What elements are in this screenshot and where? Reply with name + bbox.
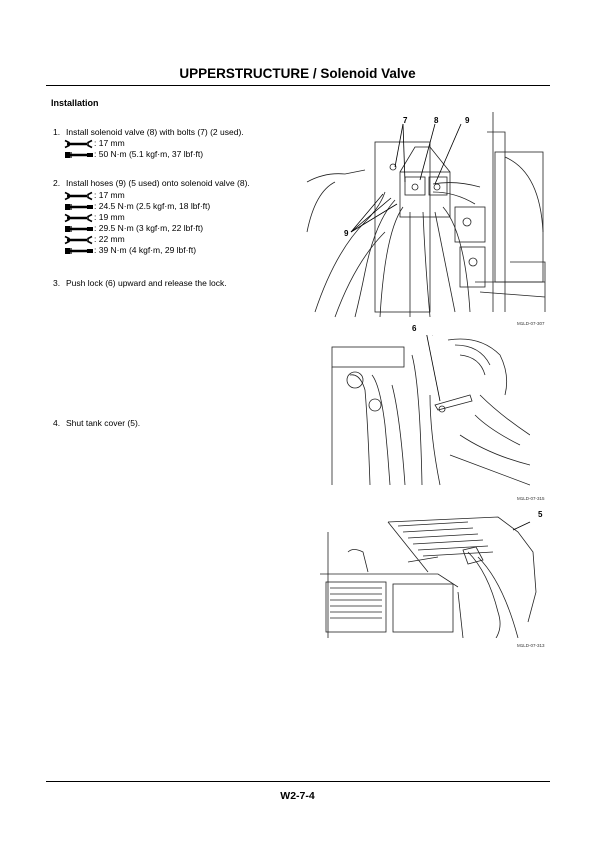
wrench-icon xyxy=(64,235,94,245)
footer-rule xyxy=(46,781,550,782)
step-1: 1.Install solenoid valve (8) with bolts … xyxy=(53,127,244,137)
spec-row: : 17 mm xyxy=(64,138,125,149)
figure-solenoid-valve xyxy=(305,112,551,320)
page-number: W2-7-4 xyxy=(280,790,315,802)
spec-row: : 17 mm xyxy=(64,190,125,201)
torque-wrench-icon xyxy=(64,224,94,234)
torque-wrench-icon xyxy=(64,246,94,256)
spec-row: : 50 N·m (5.1 kgf·m, 37 lbf·ft) xyxy=(64,149,203,160)
spec-row: : 24.5 N·m (2.5 kgf·m, 18 lbf·ft) xyxy=(64,201,210,212)
step-3-text: Push lock (6) upward and release the loc… xyxy=(66,278,227,288)
step-1-text: Install solenoid valve (8) with bolts (7… xyxy=(66,127,244,137)
page-title: UPPERSTRUCTURE / Solenoid Valve xyxy=(179,66,416,81)
step-2-text: Install hoses (9) (5 used) onto solenoid… xyxy=(66,178,250,188)
step-4-text: Shut tank cover (5). xyxy=(66,418,141,428)
callout-label: 9 xyxy=(465,116,470,125)
wrench-icon xyxy=(64,213,94,223)
step-2: 2.Install hoses (9) (5 used) onto soleno… xyxy=(53,178,250,188)
spec-row: : 39 N·m (4 kgf·m, 29 lbf·ft) xyxy=(64,245,196,256)
spec-row: : 29.5 N·m (3 kgf·m, 22 lbf·ft) xyxy=(64,223,203,234)
torque-wrench-icon xyxy=(64,202,94,212)
callout-label: 9 xyxy=(344,229,349,238)
spec-row: : 19 mm xyxy=(64,212,125,223)
step-4: 4.Shut tank cover (5). xyxy=(53,418,141,428)
torque-wrench-icon xyxy=(64,150,94,160)
callout-label: 7 xyxy=(403,116,408,125)
wrench-icon xyxy=(64,191,94,201)
figure-code: M1LD-07-307 xyxy=(517,321,545,326)
callout-label: 5 xyxy=(538,510,543,519)
callout-label: 8 xyxy=(434,116,439,125)
section-title: Installation xyxy=(51,98,99,108)
callout-label: 6 xyxy=(412,324,417,333)
step-3: 3.Push lock (6) upward and release the l… xyxy=(53,278,227,288)
figure-code: M1LD-07-315 xyxy=(517,496,545,501)
spec-row: : 22 mm xyxy=(64,234,125,245)
figure-tank-cover xyxy=(318,512,548,638)
figure-code: M1LD-07-313 xyxy=(517,643,545,648)
figure-lock xyxy=(330,335,530,495)
header-rule xyxy=(46,85,550,86)
wrench-icon xyxy=(64,139,94,149)
